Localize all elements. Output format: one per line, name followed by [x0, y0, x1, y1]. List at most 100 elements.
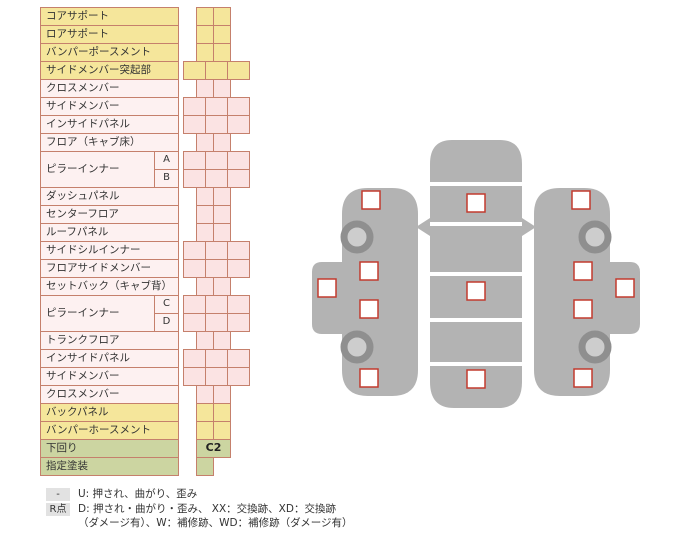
damage-cell[interactable]	[227, 349, 250, 368]
damage-cell[interactable]	[196, 277, 214, 296]
damage-cell[interactable]	[213, 205, 231, 224]
damage-cell[interactable]	[205, 241, 228, 260]
underside-grade-cell[interactable]: C2	[196, 439, 231, 458]
damage-cell[interactable]	[183, 97, 206, 116]
row-label: センターフロア	[40, 205, 179, 224]
row-label: フロアサイドメンバー	[40, 259, 179, 278]
damage-cell[interactable]	[183, 241, 206, 260]
legend-text-u: U: 押され、曲がり、歪み	[78, 488, 198, 500]
damage-cell[interactable]	[205, 367, 228, 386]
row-label: サイドメンバー	[40, 97, 179, 116]
damage-cell[interactable]	[227, 169, 250, 188]
damage-marker[interactable]	[466, 281, 486, 301]
damage-cell[interactable]	[213, 277, 231, 296]
damage-cell[interactable]	[196, 331, 214, 350]
damage-cells	[183, 241, 250, 260]
row-label: ロアサポート	[40, 25, 179, 44]
pillar-sub-cell: B	[154, 169, 179, 188]
damage-marker[interactable]	[573, 261, 593, 281]
damage-cell[interactable]	[227, 367, 250, 386]
damage-marker[interactable]	[615, 278, 635, 298]
damage-cell[interactable]	[227, 241, 250, 260]
damage-cell[interactable]	[196, 223, 214, 242]
table-row: サイドメンバー	[40, 367, 250, 386]
legend-row-r: R点 D: 押され・曲がり・歪み、 XX：交換跡、XD：交換跡 （ダメージ有）、…	[46, 502, 353, 530]
damage-cell[interactable]	[213, 403, 231, 422]
damage-cell[interactable]	[183, 115, 206, 134]
damage-marker[interactable]	[573, 368, 593, 388]
damage-marker[interactable]	[466, 193, 486, 213]
damage-cell[interactable]	[213, 385, 231, 404]
damage-cell[interactable]	[213, 187, 231, 206]
legend-text-r-line2: （ダメージ有）、W：補修跡、WD：補修跡（ダメージ有）	[78, 517, 353, 529]
damage-cell[interactable]	[196, 403, 214, 422]
damage-cell[interactable]	[183, 169, 206, 188]
legend-badge-dash: -	[46, 488, 70, 501]
damage-cell[interactable]	[227, 259, 250, 278]
damage-cell[interactable]	[196, 421, 214, 440]
damage-cell[interactable]	[183, 61, 206, 80]
damage-cell[interactable]	[205, 151, 228, 170]
table-row: インサイドパネル	[40, 349, 250, 368]
damage-cell[interactable]	[196, 25, 214, 44]
damage-cells	[183, 61, 250, 80]
damage-cell[interactable]	[213, 223, 231, 242]
damage-cell[interactable]	[213, 133, 231, 152]
table-row: フロアサイドメンバー	[40, 259, 250, 278]
damage-cell[interactable]	[196, 205, 214, 224]
damage-cell[interactable]	[196, 385, 214, 404]
damage-cell[interactable]	[205, 259, 228, 278]
damage-cell[interactable]	[227, 97, 250, 116]
damage-cell[interactable]	[205, 115, 228, 134]
damage-cell[interactable]	[213, 421, 231, 440]
damage-cell[interactable]	[205, 61, 228, 80]
damage-cell[interactable]	[227, 151, 250, 170]
damage-cell[interactable]	[213, 25, 231, 44]
damage-cell[interactable]	[183, 349, 206, 368]
damage-cell[interactable]	[227, 115, 250, 134]
damage-cell[interactable]	[227, 295, 250, 314]
table-row: トランクフロア	[40, 331, 250, 350]
row-label: サイドメンバー突起部	[40, 61, 179, 80]
damage-marker[interactable]	[573, 299, 593, 319]
damage-cell[interactable]	[205, 169, 228, 188]
wheel-icon	[578, 330, 612, 364]
damage-marker[interactable]	[466, 369, 486, 389]
table-row: ルーフパネル	[40, 223, 250, 242]
damage-cell[interactable]	[196, 7, 214, 26]
damage-cell[interactable]	[183, 313, 206, 332]
damage-cell[interactable]	[227, 61, 250, 80]
damage-cell[interactable]	[213, 79, 231, 98]
damage-cell[interactable]	[183, 367, 206, 386]
damage-marker[interactable]	[359, 299, 379, 319]
damage-cell[interactable]	[213, 43, 231, 62]
row-label: クロスメンバー	[40, 79, 179, 98]
damage-cell[interactable]	[183, 151, 206, 170]
damage-cell[interactable]	[227, 313, 250, 332]
damage-cell[interactable]	[196, 43, 214, 62]
damage-cell[interactable]	[205, 295, 228, 314]
damage-cell[interactable]	[196, 187, 214, 206]
table-row: バンパーポースメント	[40, 43, 250, 62]
damage-marker[interactable]	[359, 261, 379, 281]
damage-cell[interactable]	[196, 457, 214, 476]
damage-cell[interactable]	[213, 331, 231, 350]
damage-cell[interactable]	[213, 7, 231, 26]
damage-cell[interactable]	[196, 79, 214, 98]
damage-cells	[196, 403, 231, 422]
damage-cell[interactable]	[196, 133, 214, 152]
damage-cell[interactable]	[183, 259, 206, 278]
pillar-sub-cell: A	[154, 151, 179, 170]
table-row-underside: 下回り C2	[40, 439, 250, 458]
damage-cell[interactable]	[205, 97, 228, 116]
damage-marker[interactable]	[359, 368, 379, 388]
damage-cell[interactable]	[183, 295, 206, 314]
damage-cell[interactable]	[205, 349, 228, 368]
damage-cell[interactable]	[205, 313, 228, 332]
damage-cells	[183, 367, 250, 386]
damage-marker[interactable]	[317, 278, 337, 298]
damage-marker[interactable]	[361, 190, 381, 210]
damage-cells	[196, 205, 231, 224]
table-row: センターフロア	[40, 205, 250, 224]
damage-marker[interactable]	[571, 190, 591, 210]
